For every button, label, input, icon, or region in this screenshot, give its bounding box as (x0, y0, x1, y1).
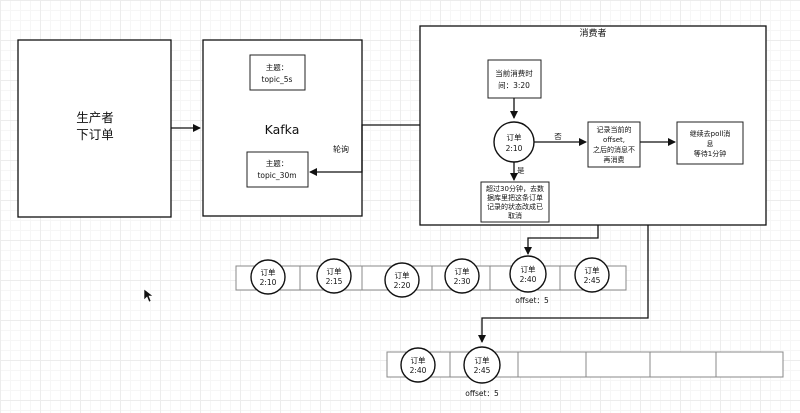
order-time: 2:40 (520, 275, 537, 284)
queue1-order-4[interactable]: 订单 2:30 (444, 258, 480, 294)
poll-label: 轮询 (333, 144, 349, 154)
consumer-to-queue2-arrow (478, 225, 649, 343)
continue-poll-line3: 等待1分钟 (694, 149, 726, 158)
kafka-label: Kafka (265, 122, 300, 137)
queue1-order-6[interactable]: 订单 2:45 (574, 257, 610, 293)
topic-30m-line2: topic_30m (257, 171, 296, 180)
record-offset-box[interactable]: 记录当前的 offset, 之后的消息不 再消费 (587, 121, 641, 168)
record-offset-line1: 记录当前的 (597, 125, 632, 134)
topic-30m-line1: 主题： (266, 158, 289, 168)
timeout-action-line2: 据库里把这条订单 (487, 193, 543, 202)
decision-order-circle[interactable]: 订单 2:10 (493, 121, 535, 163)
order-label: 订单 (455, 266, 470, 276)
topic-5s-box[interactable]: 主题： topic_5s (249, 54, 306, 91)
producer-box[interactable]: 生产者 下订单 (17, 39, 172, 218)
queue2-order-1[interactable]: 订单 2:40 (400, 347, 436, 383)
mouse-cursor-icon (143, 288, 154, 303)
queue1-order-5[interactable]: 订单 2:40 (509, 255, 547, 293)
producer-line1: 生产者 (76, 110, 114, 125)
no-label: 否 (554, 132, 562, 141)
order-label: 订单 (585, 265, 600, 275)
consumer-title: 消费者 (579, 27, 606, 39)
continue-poll-box[interactable]: 继续去poll消 息 等待1分钟 (676, 121, 744, 165)
queue1-order-1[interactable]: 订单 2:10 (250, 259, 286, 295)
order-time: 2:20 (394, 281, 411, 290)
yes-label: 是 (517, 166, 525, 175)
queue2-offset-label: offset：5 (465, 389, 499, 398)
queue2-order-2[interactable]: 订单 2:45 (463, 346, 501, 384)
order-label: 订单 (261, 267, 276, 277)
decision-order-line1: 订单 (507, 132, 522, 142)
timeout-action-line4: 取消 (508, 211, 522, 220)
order-label: 订单 (327, 266, 342, 276)
queue1-offset-label: offset：5 (515, 296, 549, 305)
current-time-line1: 当前消费时 (495, 68, 533, 78)
order-time: 2:30 (454, 277, 471, 286)
current-time-line2: 间：3:20 (498, 81, 530, 90)
queue1-order-2[interactable]: 订单 2:15 (316, 258, 352, 294)
record-offset-line3: 之后的消息不 (593, 145, 635, 154)
order-time: 2:45 (584, 276, 601, 285)
topic-5s-line1: 主题： (266, 62, 289, 72)
order-label: 订单 (475, 355, 490, 365)
consumer-to-queue1-arrow (524, 225, 599, 255)
current-time-box[interactable]: 当前消费时 间：3:20 (487, 59, 542, 99)
order-time: 2:10 (260, 278, 277, 287)
topic-5s-line2: topic_5s (262, 75, 293, 84)
queue1-track (235, 265, 627, 291)
timeout-action-box[interactable]: 超过30分钟，去数 据库里把这条订单 记录的状态改成已 取消 (480, 181, 550, 223)
record-offset-line2: offset, (603, 136, 625, 144)
order-time: 2:45 (474, 366, 491, 375)
timeout-action-line1: 超过30分钟，去数 (486, 184, 544, 193)
order-label: 订单 (395, 270, 410, 280)
producer-line2: 下订单 (76, 127, 114, 142)
topic-30m-box[interactable]: 主题： topic_30m (246, 151, 309, 188)
order-label: 订单 (521, 264, 536, 274)
continue-poll-line1: 继续去poll消 (690, 129, 731, 138)
poll-arrow (309, 124, 420, 176)
queue1-order-3[interactable]: 订单 2:20 (384, 262, 420, 298)
order-time: 2:40 (410, 366, 427, 375)
queue2-track (386, 351, 784, 378)
decision-order-line2: 2:10 (506, 144, 523, 153)
timeout-action-line3: 记录的状态改成已 (487, 202, 543, 211)
continue-poll-line2: 息 (707, 139, 714, 148)
order-time: 2:15 (326, 277, 343, 286)
order-label: 订单 (411, 355, 426, 365)
record-offset-line4: 再消费 (604, 155, 625, 164)
